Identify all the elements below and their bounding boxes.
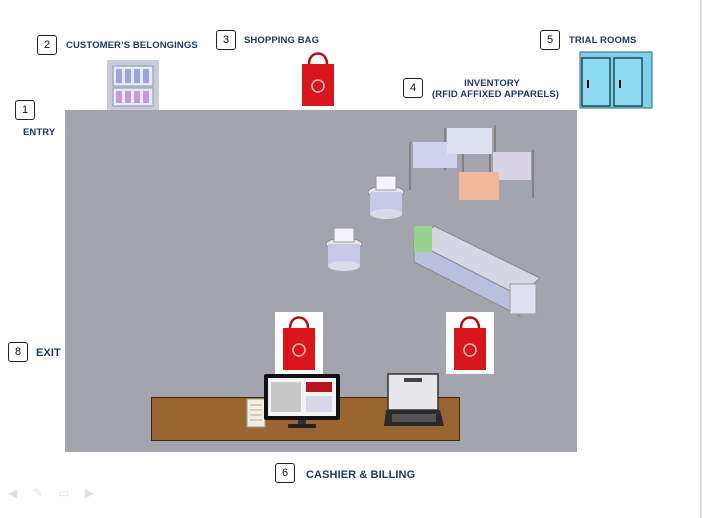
entry-label: ENTRY — [23, 127, 56, 138]
display-table-icon — [367, 175, 405, 219]
cashier-label: CASHIER & BILLING — [306, 469, 416, 481]
receipt-printer-icon — [246, 398, 266, 428]
clothing-rack-icon — [409, 125, 534, 200]
display-table-icon — [413, 225, 541, 317]
station-number-trial-rooms: 5 — [540, 30, 560, 50]
exit-label: EXIT — [36, 347, 61, 359]
station-number-belongings: 2 — [37, 35, 57, 55]
station-number-inventory: 4 — [403, 78, 423, 98]
trial-rooms-label: TRIAL ROOMS — [569, 35, 637, 46]
shopping-bag-label: SHOPPING BAG — [244, 35, 320, 46]
station-number-entry: 1 — [15, 100, 35, 120]
shopping-bag-icon — [302, 52, 334, 106]
station-number-shopping-bag: 3 — [216, 30, 236, 50]
monitor-icon — [264, 374, 340, 428]
belongings-locker-icon — [107, 60, 159, 110]
station-number-cashier: 6 — [275, 463, 295, 483]
cash-drawer-icon — [384, 373, 444, 426]
shopping-bag-icon — [454, 316, 486, 370]
inventory-label: INVENTORY (RFID AFFIXED APPARELS) — [432, 78, 560, 100]
trial-room-icon — [578, 50, 654, 110]
station-number-exit: 8 — [8, 342, 28, 362]
display-table-icon — [325, 227, 363, 271]
shopping-bag-icon — [283, 316, 315, 370]
belongings-label: CUSTOMER’S BELONGINGS — [66, 40, 198, 51]
slide-nav-controls[interactable]: ◀ ✎ ▭ ▶ — [8, 486, 100, 500]
frame-edge — [700, 0, 702, 518]
inventory-title: INVENTORY — [464, 78, 520, 89]
inventory-subtitle: (RFID AFFIXED APPARELS) — [432, 89, 560, 100]
